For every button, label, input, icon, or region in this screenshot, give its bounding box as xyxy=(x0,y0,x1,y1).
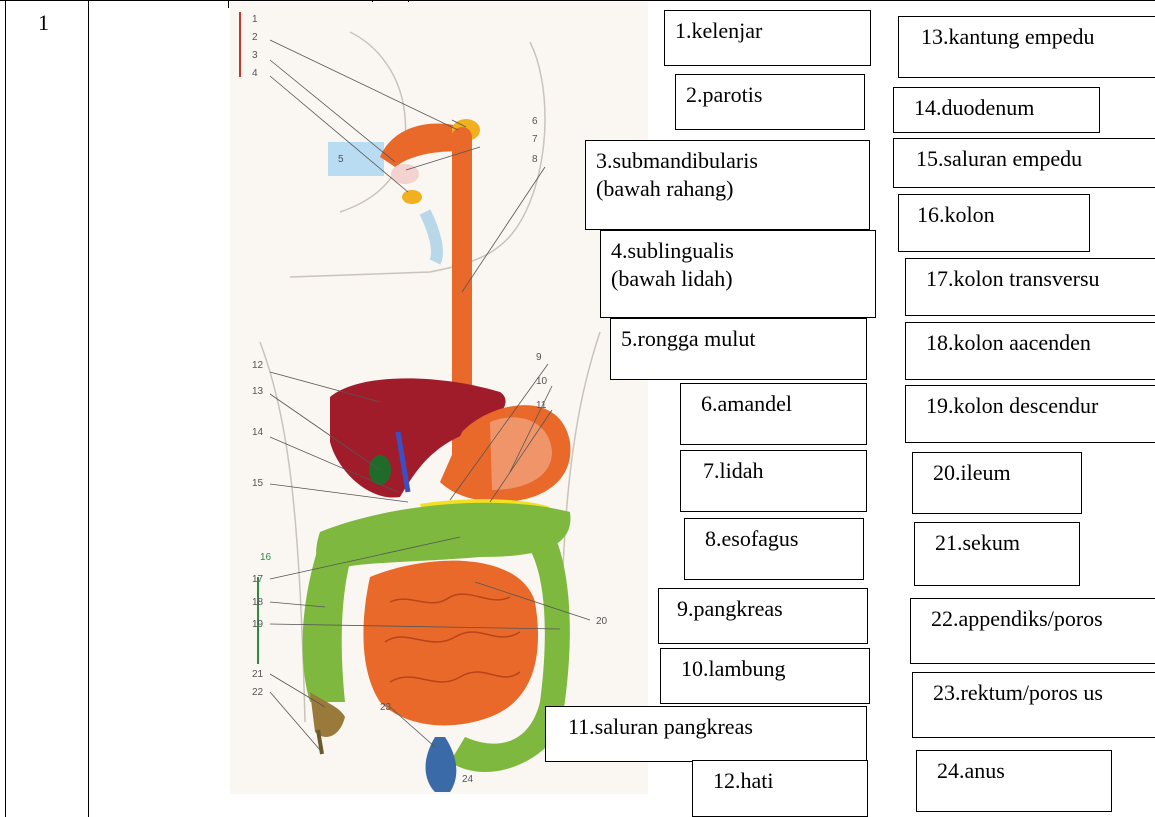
figure-number: 8 xyxy=(532,154,538,165)
label-10-lambung: 10.lambung xyxy=(660,648,870,704)
label-24-anus: 24.anus xyxy=(916,750,1112,812)
figure-number: 1 xyxy=(252,14,258,25)
figure-number: 3 xyxy=(252,50,258,61)
label-15-saluran-empedu: 15.saluran empedu xyxy=(893,138,1155,188)
figure-number: 5 xyxy=(338,154,344,165)
label-23-rektum: 23.rektum/poros us xyxy=(912,672,1155,738)
label-8-esofagus: 8.esofagus xyxy=(684,518,864,580)
label-6-amandel: 6.amandel xyxy=(680,383,867,445)
digestive-system-drawing: 1 2 3 4 5 6 7 8 9 10 11 12 13 14 15 16 1… xyxy=(230,2,648,794)
figure-number: 7 xyxy=(532,134,538,145)
label-1-kelenjar: 1.kelenjar xyxy=(664,10,871,66)
figure-number: 2 xyxy=(252,32,258,43)
label-20-ileum: 20.ileum xyxy=(912,452,1082,514)
label-3-submandibularis: 3.submandibularis (bawah rahang) xyxy=(585,140,870,230)
label-3-line-1: 3.submandibularis xyxy=(596,147,859,175)
table-left-border xyxy=(5,0,6,817)
figure-number: 12 xyxy=(252,360,264,371)
label-18-kolon-aacenden: 18.kolon aacenden xyxy=(905,322,1155,380)
label-17-kolon-transversum: 17.kolon transversu xyxy=(905,258,1155,316)
figure-number: 6 xyxy=(532,116,538,127)
figure-number: 18 xyxy=(252,597,264,608)
row-number: 1 xyxy=(38,10,49,36)
label-4-line-1: 4.sublingualis xyxy=(611,237,865,265)
label-21-sekum: 21.sekum xyxy=(914,522,1080,586)
figure-number: 21 xyxy=(252,669,264,680)
figure-number: 16 xyxy=(260,552,272,563)
label-16-kolon: 16.kolon xyxy=(898,194,1090,252)
label-4-sublingualis: 4.sublingualis (bawah lidah) xyxy=(600,230,876,318)
label-13-kantung-empedu: 13.kantung empedu xyxy=(898,16,1155,78)
label-12-hati: 12.hati xyxy=(692,760,868,817)
figure-number: 20 xyxy=(596,616,608,627)
label-2-parotis: 2.parotis xyxy=(675,74,865,130)
label-4-line-2: (bawah lidah) xyxy=(611,265,865,293)
digestive-system-illustration: 1 2 3 4 5 6 7 8 9 10 11 12 13 14 15 16 1… xyxy=(230,2,648,794)
table-top-border xyxy=(0,0,1155,1)
label-19-kolon-descendum: 19.kolon descendur xyxy=(905,385,1155,443)
label-7-lidah: 7.lidah xyxy=(680,450,867,512)
figure-number: 19 xyxy=(252,619,264,630)
label-9-pangkreas: 9.pangkreas xyxy=(658,588,868,644)
figure-number: 17 xyxy=(252,574,264,585)
table-column-divider xyxy=(88,0,89,817)
figure-number: 4 xyxy=(252,68,258,79)
label-14-duodenum: 14.duodenum xyxy=(893,87,1100,133)
figure-number: 22 xyxy=(252,687,264,698)
figure-number: 14 xyxy=(252,427,264,438)
label-22-appendiks: 22.appendiks/poros xyxy=(910,598,1155,664)
label-3-line-2: (bawah rahang) xyxy=(596,175,859,203)
figure-number: 24 xyxy=(462,774,474,785)
label-11-saluran-pangkreas: 11.saluran pangkreas xyxy=(545,706,867,762)
figure-number: 11 xyxy=(536,400,547,411)
figure-number: 9 xyxy=(536,352,542,363)
figure-number: 13 xyxy=(252,386,264,397)
figure-number: 15 xyxy=(252,478,264,489)
figure-number: 23 xyxy=(380,702,392,713)
table-header-tick-1 xyxy=(228,0,229,8)
label-5-rongga-mulut: 5.rongga mulut xyxy=(610,318,867,380)
figure-number: 10 xyxy=(536,376,548,387)
